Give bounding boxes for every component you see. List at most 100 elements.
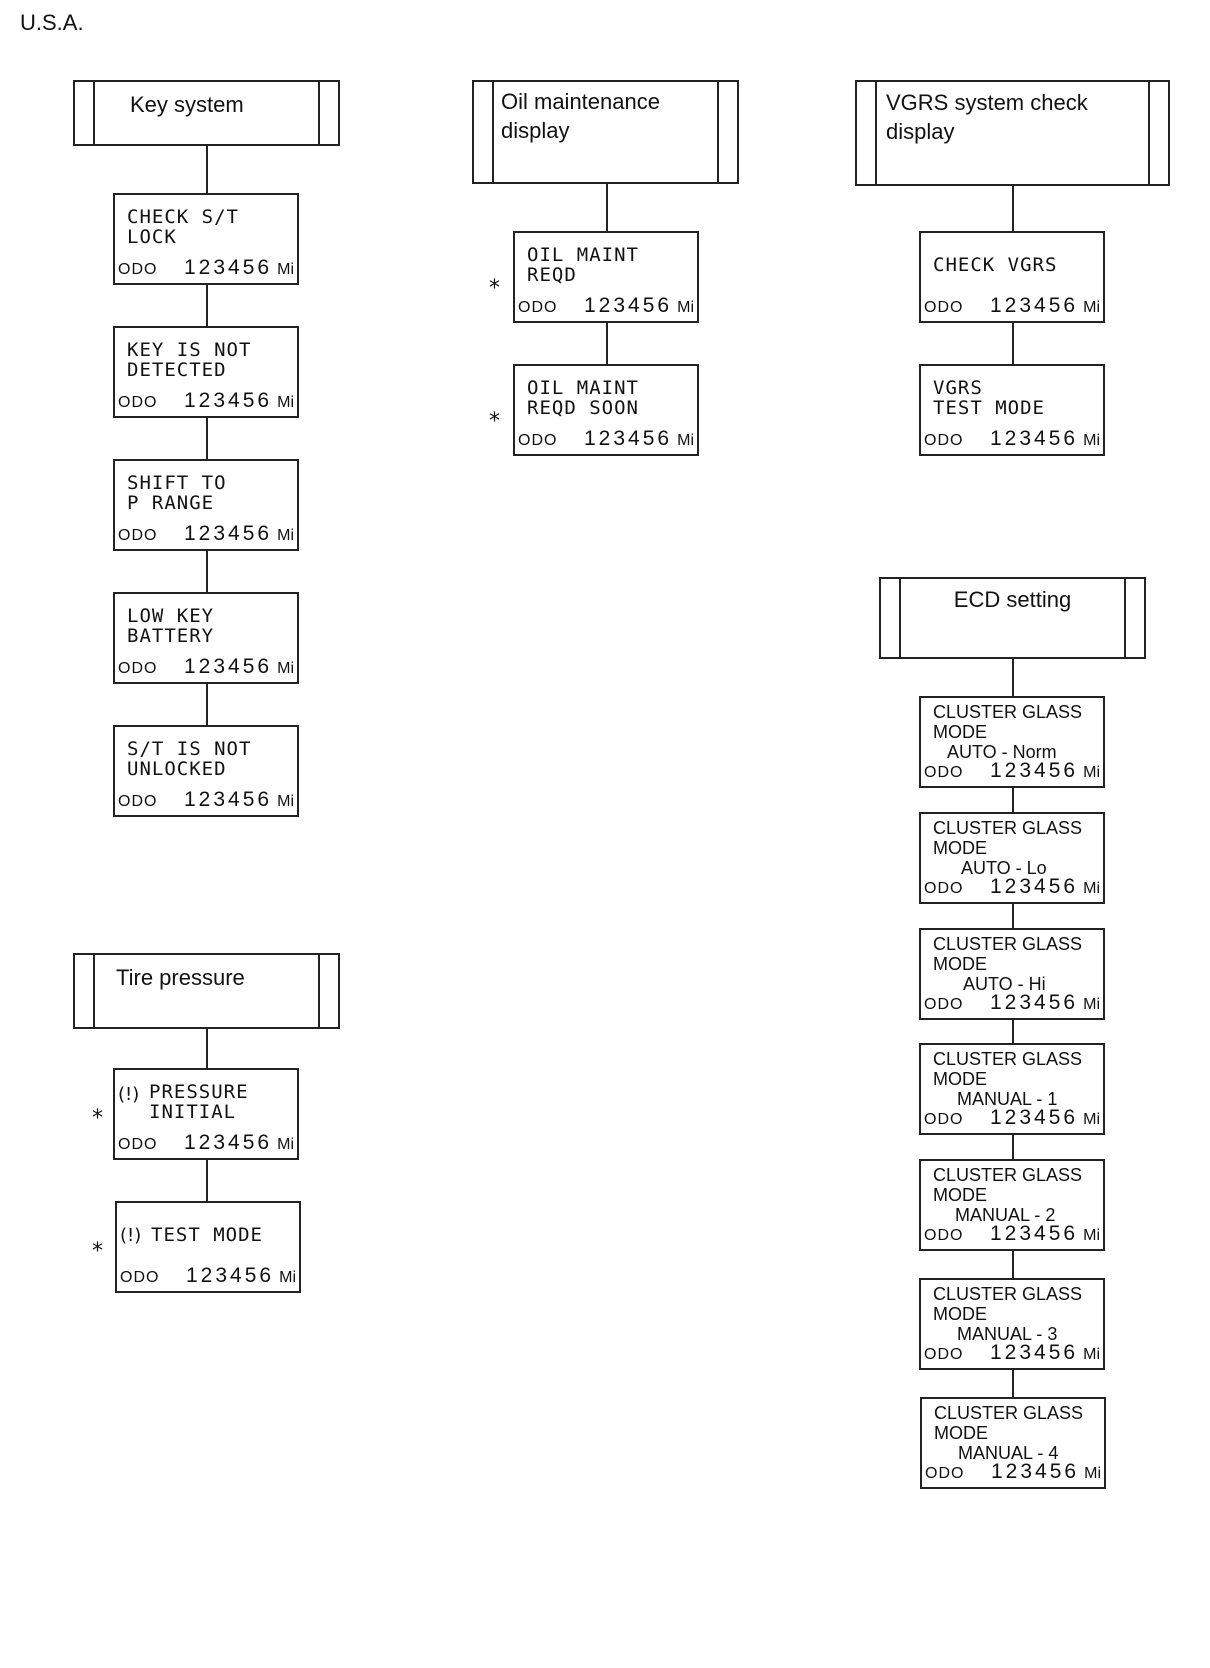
display-line-1: CLUSTER GLASS [933, 702, 1083, 722]
odo-label: ODO [925, 1465, 965, 1482]
odometer-readout: ODO 123456 Mi [118, 1131, 294, 1154]
connector [206, 1029, 208, 1069]
odometer-readout: ODO 123456 Mi [924, 294, 1100, 317]
display-check-vgrs: CHECK VGRS ODO 123456 Mi [919, 231, 1105, 323]
display-line-1: CLUSTER GLASS [933, 1165, 1083, 1185]
odo-value: 123456 [990, 759, 1079, 782]
odo-unit: Mi [1083, 996, 1100, 1013]
odo-label: ODO [924, 996, 964, 1013]
odo-label: ODO [924, 1227, 964, 1244]
odo-label: ODO [518, 299, 558, 316]
odometer-readout: ODO 123456 Mi [924, 1222, 1100, 1245]
footnote-star: * [489, 409, 500, 434]
display-key-not-detected: KEY IS NOT DETECTED ODO 123456 Mi [113, 326, 299, 418]
odometer-readout: ODO 123456 Mi [924, 427, 1100, 450]
odometer-readout: ODO 123456 Mi [118, 389, 294, 412]
display-line-1: CLUSTER GLASS [933, 1284, 1083, 1304]
odo-value: 123456 [184, 788, 273, 811]
display-line-1: CLUSTER GLASS [934, 1403, 1084, 1423]
mode-value: AUTO - Hi [963, 974, 1046, 994]
odo-label: ODO [924, 1111, 964, 1128]
odometer-readout: ODO 123456 Mi [924, 1106, 1100, 1129]
odometer-readout: ODO 123456 Mi [924, 1341, 1100, 1364]
display-message: VGRS TEST MODE [933, 377, 1045, 419]
odo-unit: Mi [277, 660, 294, 677]
odo-label: ODO [924, 299, 964, 316]
oil-maintenance-header: Oil maintenance display [472, 80, 739, 184]
odo-value: 123456 [990, 875, 1079, 898]
display-line-1: CLUSTER GLASS [933, 1049, 1083, 1069]
connector [206, 551, 208, 593]
odometer-readout: ODO 123456 Mi [118, 655, 294, 678]
odo-unit: Mi [1083, 880, 1100, 897]
odo-value: 123456 [990, 991, 1079, 1014]
odometer-readout: ODO 123456 Mi [518, 294, 694, 317]
connector [1012, 1135, 1014, 1160]
mode-value: MANUAL - 1 [957, 1089, 1058, 1109]
footnote-star: * [489, 276, 500, 301]
display-tpms-test-mode: (!) TEST MODE ODO 123456 Mi [115, 1201, 301, 1293]
tire-pressure-header: Tire pressure [73, 953, 340, 1029]
odo-label: ODO [120, 1269, 160, 1286]
display-message: CHECK S/T LOCK [127, 206, 239, 248]
odometer-readout: ODO 123456 Mi [518, 427, 694, 450]
vgrs-header: VGRS system check display [855, 80, 1170, 186]
display-pressure-initial: (!) PRESSURE INITIAL ODO 123456 Mi [113, 1068, 299, 1160]
display-low-key-battery: LOW KEY BATTERY ODO 123456 Mi [113, 592, 299, 684]
odo-unit: Mi [277, 793, 294, 810]
odometer-readout: ODO 123456 Mi [118, 256, 294, 279]
odo-label: ODO [118, 660, 158, 677]
connector [1012, 1370, 1014, 1398]
odo-unit: Mi [677, 299, 694, 316]
display-message: TEST MODE [151, 1224, 263, 1246]
display-st-not-unlocked: S/T IS NOT UNLOCKED ODO 123456 Mi [113, 725, 299, 817]
odo-unit: Mi [1084, 1465, 1101, 1482]
footnote-star: * [92, 1239, 103, 1264]
odo-label: ODO [924, 432, 964, 449]
odometer-readout: ODO 123456 Mi [924, 875, 1100, 898]
odometer-readout: ODO 123456 Mi [924, 991, 1100, 1014]
display-message: PRESSURE INITIAL [149, 1081, 249, 1123]
odo-value: 123456 [990, 294, 1079, 317]
display-line-2: MODE [933, 1304, 987, 1324]
tire-pressure-title: Tire pressure [116, 965, 245, 990]
connector [1012, 323, 1014, 365]
ecd-setting-title: ECD setting [953, 587, 1072, 612]
mode-value: AUTO - Lo [961, 858, 1047, 878]
odo-value: 123456 [184, 256, 273, 279]
odometer-readout: ODO 123456 Mi [118, 788, 294, 811]
region-label: U.S.A. [20, 10, 84, 35]
odo-value: 123456 [991, 1460, 1080, 1483]
display-line-2: MODE [934, 1423, 988, 1443]
display-line-2: MODE [933, 1069, 987, 1089]
connector [206, 285, 208, 327]
odo-value: 123456 [990, 427, 1079, 450]
odo-value: 123456 [184, 1131, 273, 1154]
odo-value: 123456 [990, 1341, 1079, 1364]
odo-unit: Mi [277, 394, 294, 411]
connector [1012, 1020, 1014, 1044]
odo-value: 123456 [584, 294, 673, 317]
key-system-title: Key system [130, 92, 244, 117]
odometer-readout: ODO 123456 Mi [118, 522, 294, 545]
tpms-warning-icon: (!) [120, 1225, 142, 1246]
vgrs-title: VGRS system check display [886, 90, 1088, 144]
display-oil-maint-reqd-soon: OIL MAINT REQD SOON ODO 123456 Mi [513, 364, 699, 456]
display-message: CHECK VGRS [933, 254, 1058, 276]
odo-label: ODO [118, 793, 158, 810]
odo-unit: Mi [1083, 299, 1100, 316]
display-line-2: MODE [933, 954, 987, 974]
display-check-st-lock: CHECK S/T LOCK ODO 123456 Mi [113, 193, 299, 285]
odo-unit: Mi [277, 527, 294, 544]
odo-label: ODO [924, 764, 964, 781]
odo-label: ODO [118, 394, 158, 411]
odo-label: ODO [924, 880, 964, 897]
key-system-header: Key system [73, 80, 340, 146]
odo-value: 123456 [990, 1222, 1079, 1245]
